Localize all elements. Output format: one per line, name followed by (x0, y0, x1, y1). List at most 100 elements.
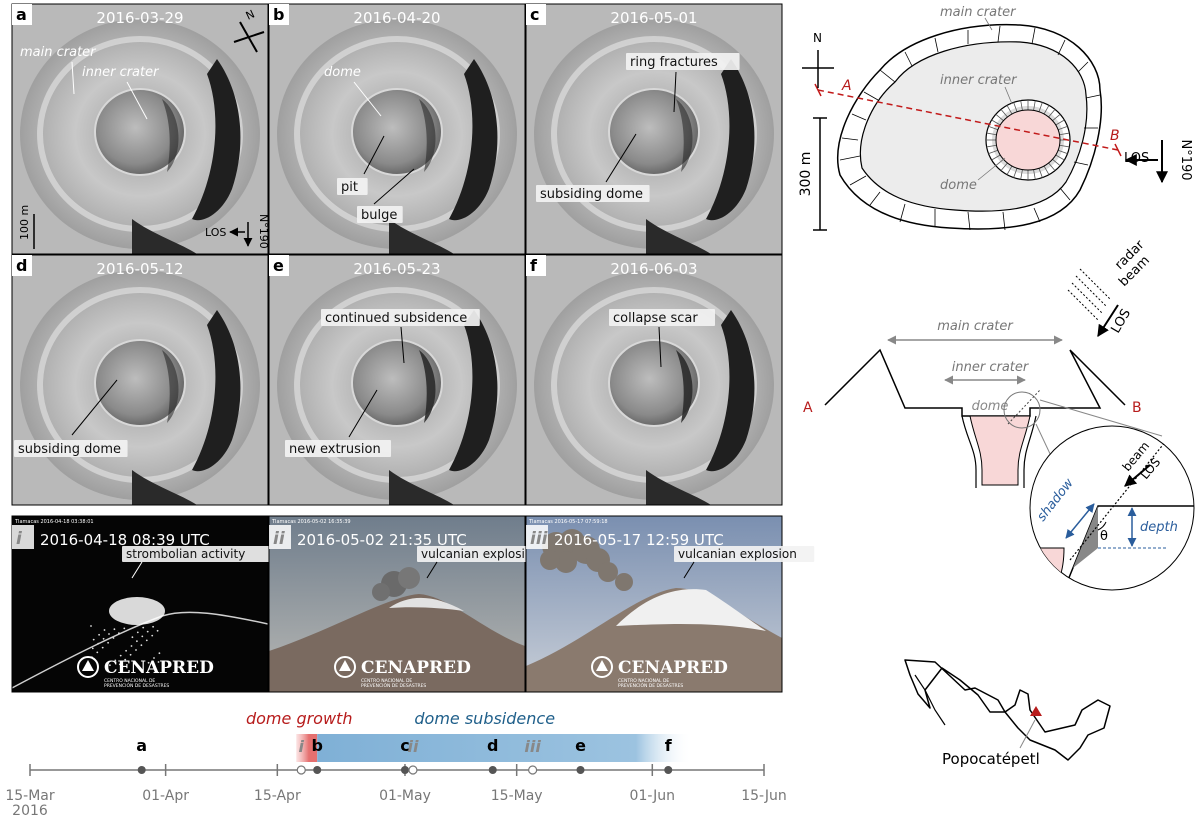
photo-event-label: i (299, 737, 305, 756)
outer-shadow (132, 470, 197, 505)
leader-line (373, 168, 415, 205)
ejecta-dot (152, 625, 155, 628)
timeline-tick-label: 01-Jun (630, 788, 676, 804)
inner-crater-hatch (995, 113, 1004, 122)
label-dome: dome (324, 65, 361, 80)
inner-crater-hatch (1059, 144, 1070, 148)
photo-event-marker (528, 765, 538, 775)
photo-numeral-bg (12, 525, 34, 549)
photo-event-label-bg (417, 546, 558, 562)
sar-event-label: b (311, 736, 322, 755)
photo-timestamp-stamp: Tlamacas 2016-05-17 07:59:18 (528, 519, 608, 525)
inner-crater-hatch (1006, 165, 1013, 175)
map-heading-label: N°190 (1178, 139, 1193, 180)
photo-numeral: i (16, 529, 23, 549)
inner-crater-hatch (991, 119, 1001, 126)
inner-crater-hatch (1013, 168, 1018, 178)
inner-crater-shape (351, 339, 443, 427)
dome-growth-label: dome growth (246, 709, 352, 728)
inner-crater-hatch (1006, 105, 1013, 115)
photo-timestamp-stamp: Tlamacas 2016-04-18 03:38:01 (14, 519, 94, 525)
plume-cloud (540, 550, 560, 570)
inner-crater-hatch (1052, 113, 1061, 122)
profile-dome-label: dome (972, 399, 1009, 414)
sar-event-label: c (400, 736, 409, 755)
label-collapse-scar: collapse scar (613, 311, 698, 326)
shadow-depth-inset: beam LOS shadow θ depth (1029, 399, 1195, 591)
north-arrow-cross (233, 31, 265, 43)
timeline-tick-label: 15-Jun (741, 788, 787, 804)
inset-theta-label: θ (1100, 529, 1108, 544)
panel-letter: c (530, 5, 539, 24)
photo-event-label-bg (122, 546, 270, 562)
inner-crater-hatch (1052, 158, 1061, 167)
panel-letter-bg (12, 255, 32, 276)
label-subsiding-dome-bg (536, 185, 650, 202)
map-scale-label: 300 m (798, 152, 814, 197)
plume-cloud (615, 573, 633, 591)
panel-letter: b (273, 5, 284, 24)
inner-crater-hatch (1020, 100, 1023, 111)
photo-datetime: 2016-04-18 08:39 UTC (40, 531, 210, 549)
ejecta-dot (151, 634, 154, 637)
ejecta-dot (141, 635, 144, 638)
panel-letter: d (16, 256, 27, 275)
leader-line (348, 389, 378, 438)
brand-name: CENAPRED (104, 658, 214, 678)
label-bulge: bulge (361, 208, 397, 223)
map-dome-label: dome (940, 178, 977, 193)
map-north-arrow: N (802, 31, 834, 88)
plume-cloud (555, 551, 577, 573)
ejecta-dot (90, 625, 92, 627)
crater-shadow (449, 59, 498, 221)
inner-shadow (162, 99, 179, 172)
inner-crater-shape (94, 339, 186, 427)
photo-event-label-bg (674, 546, 815, 562)
inner-shadow (162, 350, 179, 423)
photo-event-marker (296, 765, 306, 775)
photo-event-label: vulcanian explosion (678, 547, 797, 561)
ejecta-dot (135, 649, 137, 651)
inset-depth-label: depth (1140, 520, 1178, 535)
leader-line (400, 326, 405, 364)
photo-event-marker (408, 765, 418, 775)
panel-letter-bg (526, 4, 546, 25)
ejecta-dot (118, 663, 121, 666)
leader-line (426, 561, 438, 579)
ejecta-dot (140, 644, 143, 647)
inner-crater-hatch (1038, 168, 1043, 178)
ejecta-dot (142, 626, 145, 629)
ejecta-dot (103, 629, 106, 631)
inner-crater-hatch (1055, 154, 1065, 161)
profile-label-a: A (803, 400, 813, 416)
leader-line (126, 81, 148, 120)
inner-crater-hatch (1043, 105, 1050, 115)
leader-line (605, 133, 637, 183)
inner-crater-shape (608, 339, 700, 427)
label-collapse-scar-bg (609, 309, 716, 326)
sar-event-label: a (136, 736, 147, 755)
sar-panel-frame (525, 254, 783, 506)
leader-line (71, 61, 75, 95)
crater-map-schematic: A B main crater inner crater dome N 300 … (798, 5, 1193, 231)
heading-label: N°190 (257, 214, 270, 249)
ejecta-dot (136, 631, 139, 634)
inner-crater-hatch (1013, 102, 1018, 112)
ejecta-dot (146, 630, 149, 633)
photo-numeral: iii (530, 529, 549, 549)
ejecta-dot (145, 639, 148, 642)
inner-crater-hatch (1020, 169, 1023, 180)
crater-shadow (192, 310, 241, 472)
radar-beam-icon: radar beam LOS (1067, 237, 1153, 338)
photo-event-label: strombolian activity (126, 547, 245, 561)
webcam-photo-strip: Tlamacas 2016-04-18 03:38:01 i 2016-04-18 … (11, 515, 815, 693)
inner-crater-shape (608, 88, 700, 176)
label-new-extrusion: new extrusion (289, 442, 381, 457)
ejecta-dot (136, 640, 138, 643)
ejecta-dot (92, 638, 95, 641)
leader-line (131, 561, 143, 579)
dome-subsidence-range (317, 734, 693, 762)
